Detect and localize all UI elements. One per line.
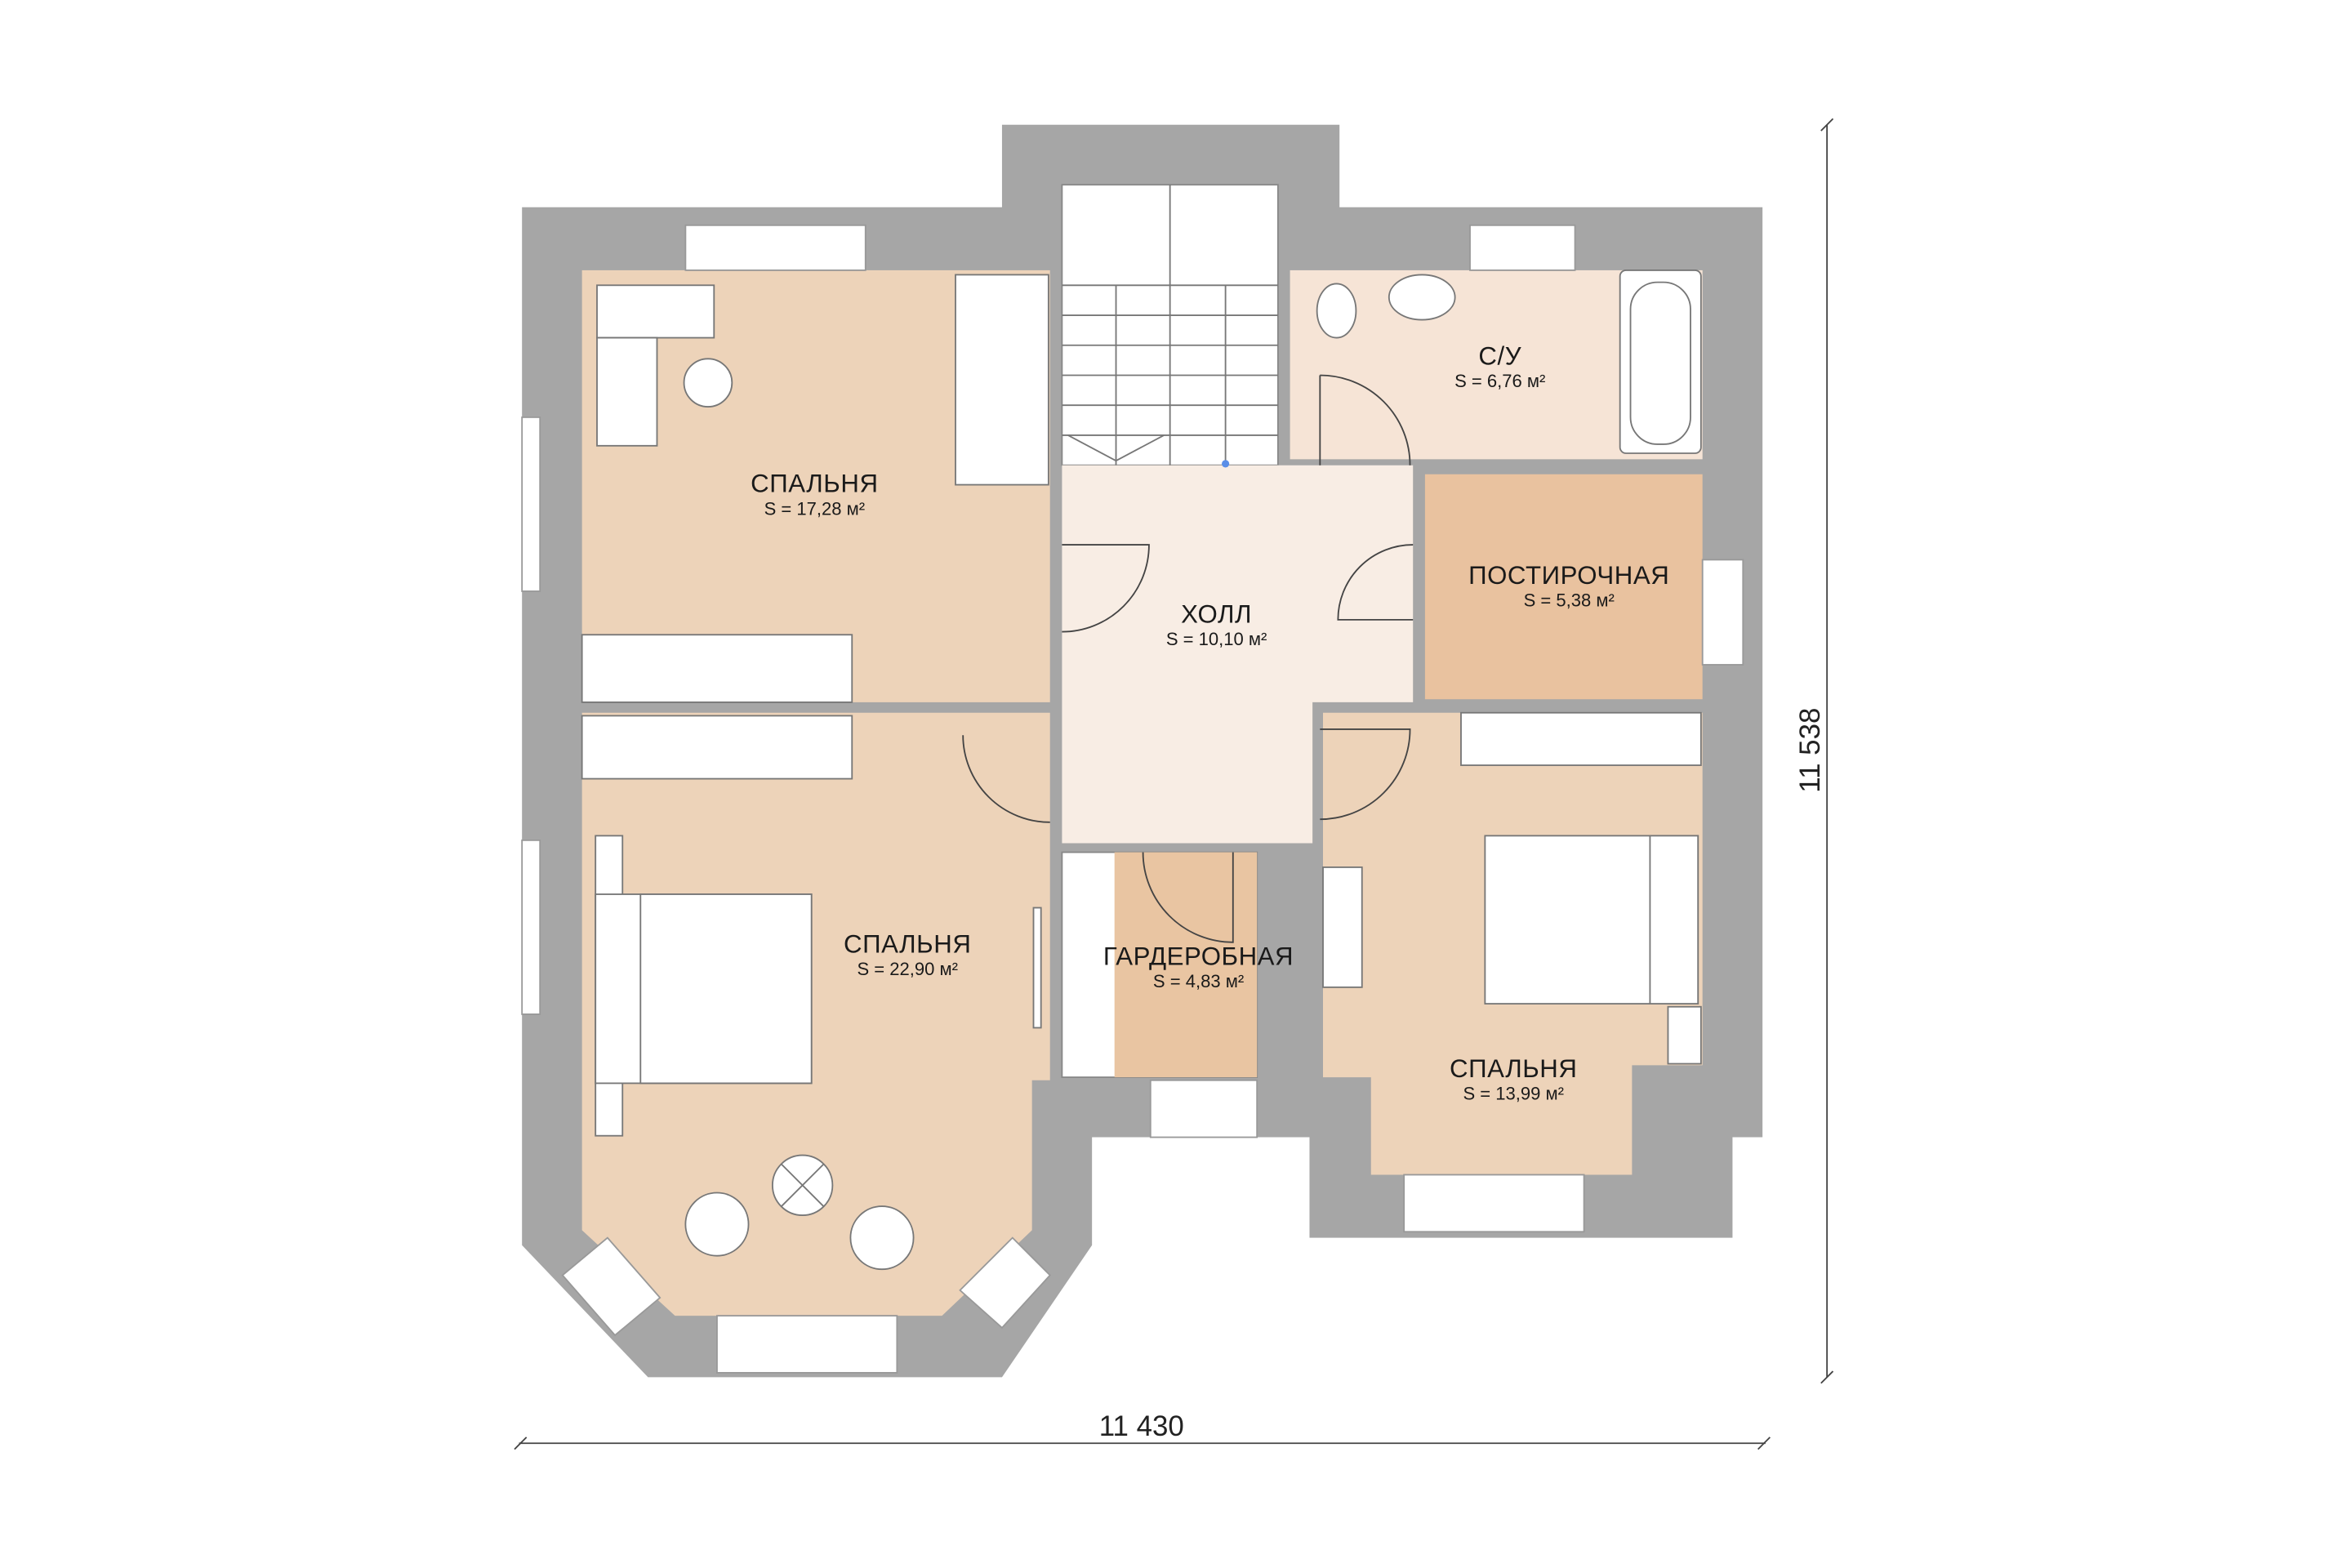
stair-steps [1062,185,1278,468]
desk [596,284,715,339]
room-name: ПОСТИРОЧНАЯ [1468,561,1669,590]
room-name: С/У [1478,342,1521,371]
sink [1388,274,1456,321]
armchair [849,1205,915,1271]
shelf [581,634,853,703]
room-laundry [1424,474,1703,700]
chair [683,358,733,408]
tv [1032,906,1042,1029]
room-area: S = 5,38 м² [1524,590,1615,610]
room-hall [1062,465,1414,844]
room-area: S = 4,83 м² [1153,971,1244,991]
room-area: S = 17,28 м² [764,498,866,519]
dimension-lines [514,118,1834,1450]
windows [521,224,1744,1374]
room-area: S = 13,99 м² [1463,1084,1564,1104]
armchair [684,1192,750,1257]
room-name: СПАЛЬНЯ [844,930,971,959]
single-bed [955,274,1049,486]
furniture [581,269,1702,1271]
room-area: S = 6,76 м² [1454,371,1545,391]
room-bedroom-2 [581,712,1050,1316]
toilet [1316,283,1357,339]
room-area: S = 10,10 м² [1166,629,1267,649]
height-dimension: 11 538 [1794,708,1826,793]
shelf [581,715,853,780]
room-name: СПАЛЬНЯ [751,470,878,498]
room-area: S = 22,90 м² [857,959,958,979]
room-name: ХОЛЛ [1181,600,1252,629]
doors [962,374,1414,943]
room-name: СПАЛЬНЯ [1450,1054,1577,1083]
room-name: ГАРДЕРОБНАЯ [1103,942,1294,970]
width-dimension: 11 430 [1099,1410,1184,1442]
